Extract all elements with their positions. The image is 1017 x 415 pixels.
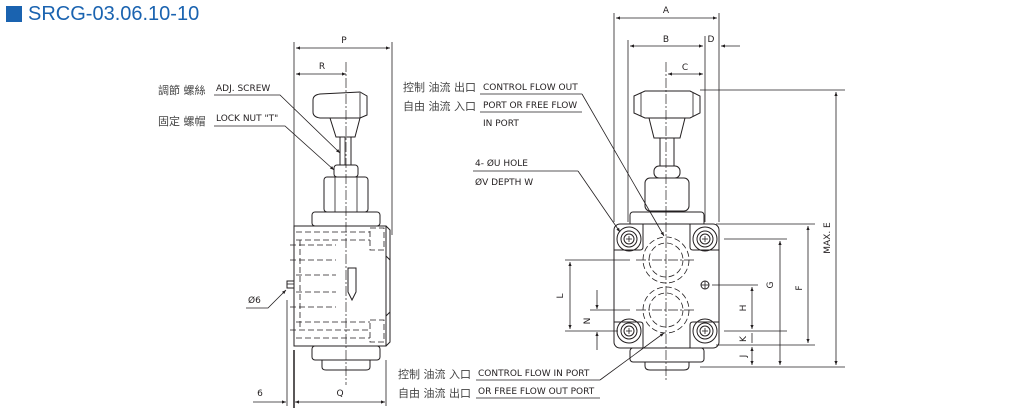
knob-neck	[329, 117, 361, 138]
flow-direction-icon	[347, 267, 357, 302]
adj-screw-front	[659, 137, 675, 167]
model-title: SRCG-03.06.10-10	[28, 2, 200, 25]
dim-p-label: P	[341, 36, 347, 46]
valve-body-front	[613, 223, 720, 349]
callout-out-port-en3: IN PORT	[483, 119, 519, 129]
dim-6-label: 6	[257, 389, 263, 399]
dim-e-label: MAX. E	[823, 222, 833, 254]
callout-lock-nut-zh: 固定 螺帽	[158, 114, 206, 128]
callout-in-port-en1: CONTROL FLOW IN PORT	[478, 369, 590, 379]
dim-a-label: A	[663, 6, 670, 16]
dim-l-label: L	[556, 293, 566, 298]
dim-d-label: D	[708, 35, 715, 45]
title-bullet-icon	[6, 6, 22, 22]
dim-q-label: Q	[336, 389, 343, 399]
lock-nut-front	[653, 165, 681, 179]
callout-adj-screw-zh: 調節 螺絲	[158, 83, 206, 97]
dim-c-label: C	[682, 63, 688, 73]
callout-in-port-zh: 控制 油流 入口	[398, 367, 471, 381]
adj-knob-front	[633, 90, 701, 119]
callout-out-port-en2: PORT OR FREE FLOW	[483, 101, 577, 111]
dim-f-label: F	[795, 285, 805, 290]
dim-r-label: R	[319, 62, 325, 72]
mounting-hole	[616, 226, 642, 252]
mounting-hole	[692, 318, 718, 344]
callout-lock-nut-en: LOCK NUT "T"	[216, 114, 278, 124]
side-view: P R	[158, 36, 393, 408]
bonnet-front	[644, 177, 690, 212]
callout-in-port-en2: OR FREE FLOW OUT PORT	[478, 387, 595, 397]
pin-diameter-label: Ø6	[248, 295, 261, 306]
locating-pin	[286, 280, 295, 289]
dim-h-label: H	[739, 305, 749, 312]
callout-in-port-zh2: 自由 油流 出口	[398, 386, 471, 400]
valve-body-side	[293, 225, 387, 347]
title-block: SRCG-03.06.10-10	[6, 0, 199, 28]
dim-g-label: G	[766, 281, 776, 288]
dim-j-label: J	[739, 355, 749, 359]
adj-knob	[312, 91, 368, 119]
callout-out-port-zh2: 自由 油流 入口	[403, 99, 476, 113]
dim-n-label: N	[583, 318, 593, 325]
dim-b-label: B	[663, 35, 669, 45]
mounting-hole	[692, 226, 718, 252]
adj-screw	[339, 136, 352, 166]
front-view: A B D C	[398, 6, 845, 400]
callout-adj-screw-en: ADJ. SCREW	[216, 84, 270, 94]
callout-holes-line1: 4- ØU HOLE	[475, 158, 528, 169]
callout-holes-line2: ØV DEPTH W	[475, 177, 533, 188]
callout-out-port-zh: 控制 油流 出口	[403, 80, 476, 94]
mounting-hole	[616, 318, 642, 344]
dim-k-label: K	[739, 335, 749, 342]
callout-out-port-en1: CONTROL FLOW OUT	[483, 83, 578, 93]
